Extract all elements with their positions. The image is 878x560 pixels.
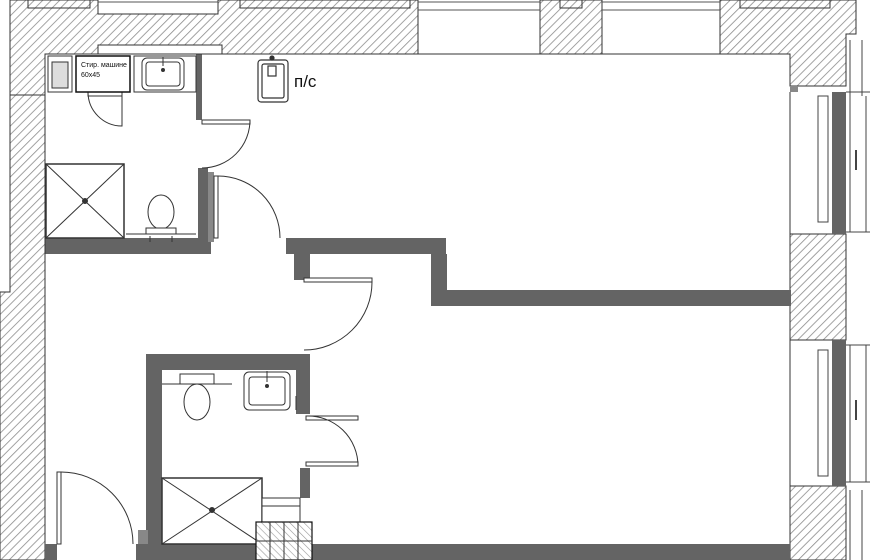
inner-outline (44, 53, 791, 544)
lower-shower (161, 477, 263, 545)
ps-label: п/с (294, 72, 317, 91)
upper-shower (45, 163, 125, 239)
washing-machine-label: Стир. машине (81, 62, 127, 69)
right-windows (817, 40, 870, 560)
washing-machine-size: 60x45 (81, 72, 100, 79)
lower-cabinet (255, 497, 313, 560)
ps-fixture (257, 55, 289, 103)
top-windows (98, 1, 720, 11)
upper-sink (141, 57, 185, 91)
washing-machine: Стир. машине 60x45 (75, 55, 131, 93)
lower-toilet (162, 373, 232, 421)
upper-toilet (126, 194, 196, 242)
exterior-walls (0, 0, 857, 560)
lower-sink (243, 371, 297, 411)
doors (56, 91, 373, 545)
